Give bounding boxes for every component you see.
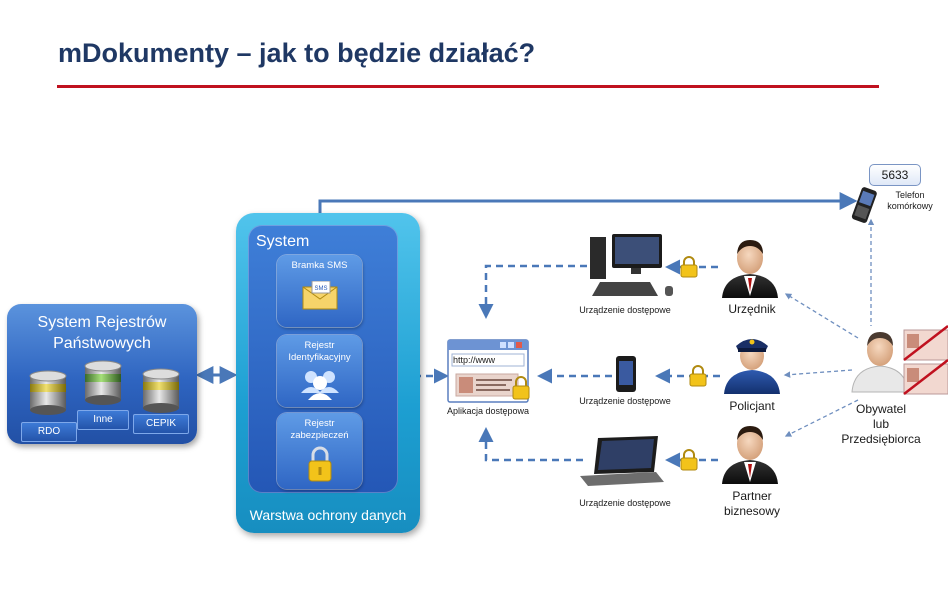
lock-icon bbox=[680, 449, 698, 471]
device-label-desktop: Urządzenie dostępowe bbox=[579, 305, 671, 315]
database-icon bbox=[29, 370, 67, 415]
device-label-laptop: Urządzenie dostępowe bbox=[579, 498, 671, 508]
sms-code-badge: 5633 bbox=[869, 164, 921, 186]
mobile-phone-icon bbox=[851, 187, 877, 223]
sms-icon-text: SMS bbox=[314, 286, 327, 292]
police-label: Policjant bbox=[729, 399, 775, 413]
citizen-person-icon bbox=[851, 332, 909, 393]
state-registers-system: System Rejestrów Państwowych RDO Inne CE… bbox=[7, 304, 197, 444]
business-partner-icon bbox=[722, 426, 778, 484]
identification-registry-line1: Rejestr bbox=[304, 340, 335, 351]
smartphone-icon bbox=[616, 356, 636, 392]
state-registers-title: System Rejestrów Państwowych bbox=[7, 312, 197, 354]
citizen-label-line2: lub bbox=[872, 417, 889, 431]
sms-gateway-label: Bramka SMS bbox=[291, 260, 348, 271]
phone-label: Telefon komórkowy bbox=[880, 190, 940, 212]
identification-registry-label: Rejestr Identyfikacyjny bbox=[277, 340, 362, 364]
register-cepik: CEPIK bbox=[133, 414, 189, 434]
lock-icon bbox=[680, 256, 698, 278]
official-person-icon bbox=[722, 240, 778, 298]
security-registry-line1: Rejestr bbox=[304, 418, 335, 429]
state-registers-title-line1: System Rejestrów bbox=[37, 314, 167, 331]
phone-label-line1: Telefon bbox=[895, 190, 925, 200]
laptop-icon bbox=[580, 436, 664, 486]
padlock-icon bbox=[308, 446, 332, 482]
police-officer-icon bbox=[724, 339, 780, 394]
device-label-smartphone: Urządzenie dostępowe bbox=[579, 396, 671, 406]
identification-registry-box: Rejestr Identyfikacyjny bbox=[277, 335, 362, 407]
access-app-url: http://www bbox=[453, 355, 496, 365]
partner-label-line2: biznesowy bbox=[723, 504, 781, 518]
official-label: Urzędnik bbox=[728, 302, 776, 316]
citizen-label-line1: Obywatel bbox=[855, 402, 907, 416]
sms-gateway-box: Bramka SMS SMS bbox=[277, 255, 362, 327]
partner-label: Partner biznesowy bbox=[712, 489, 792, 519]
state-registers-title-line2: Państwowych bbox=[53, 335, 151, 352]
citizen-label: Obywatel lub Przedsiębiorca bbox=[826, 402, 936, 447]
users-icon bbox=[301, 371, 339, 400]
lock-icon bbox=[689, 365, 707, 387]
envelope-icon: SMS bbox=[302, 281, 338, 310]
page-title: mDokumenty – jak to będzie działać? bbox=[58, 38, 536, 68]
access-app-label: Aplikacja dostępowa bbox=[446, 406, 530, 416]
citizen-label-line3: Przedsiębiorca bbox=[841, 432, 921, 446]
register-rdo: RDO bbox=[21, 422, 77, 442]
phone-label-line2: komórkowy bbox=[887, 201, 933, 211]
security-registry-label: Rejestr zabezpieczeń bbox=[277, 418, 362, 442]
identification-registry-line2: Identyfikacyjny bbox=[288, 352, 351, 363]
security-registry-box: Rejestr zabezpieczeń bbox=[277, 413, 362, 489]
database-icon bbox=[142, 368, 180, 413]
id-card-crossed-icon bbox=[903, 359, 948, 395]
database-icon bbox=[84, 360, 122, 405]
id-card-crossed-icon bbox=[903, 325, 948, 361]
partner-label-line1: Partner bbox=[732, 489, 772, 503]
access-app-window bbox=[447, 339, 530, 403]
title-divider bbox=[57, 85, 879, 88]
security-registry-line2: zabezpieczeń bbox=[290, 430, 349, 441]
register-other: Inne bbox=[77, 410, 129, 430]
desktop-computer-icon bbox=[590, 234, 673, 296]
system-title: System bbox=[256, 233, 310, 250]
protection-layer-label: Warstwa ochrony danych bbox=[249, 507, 407, 523]
